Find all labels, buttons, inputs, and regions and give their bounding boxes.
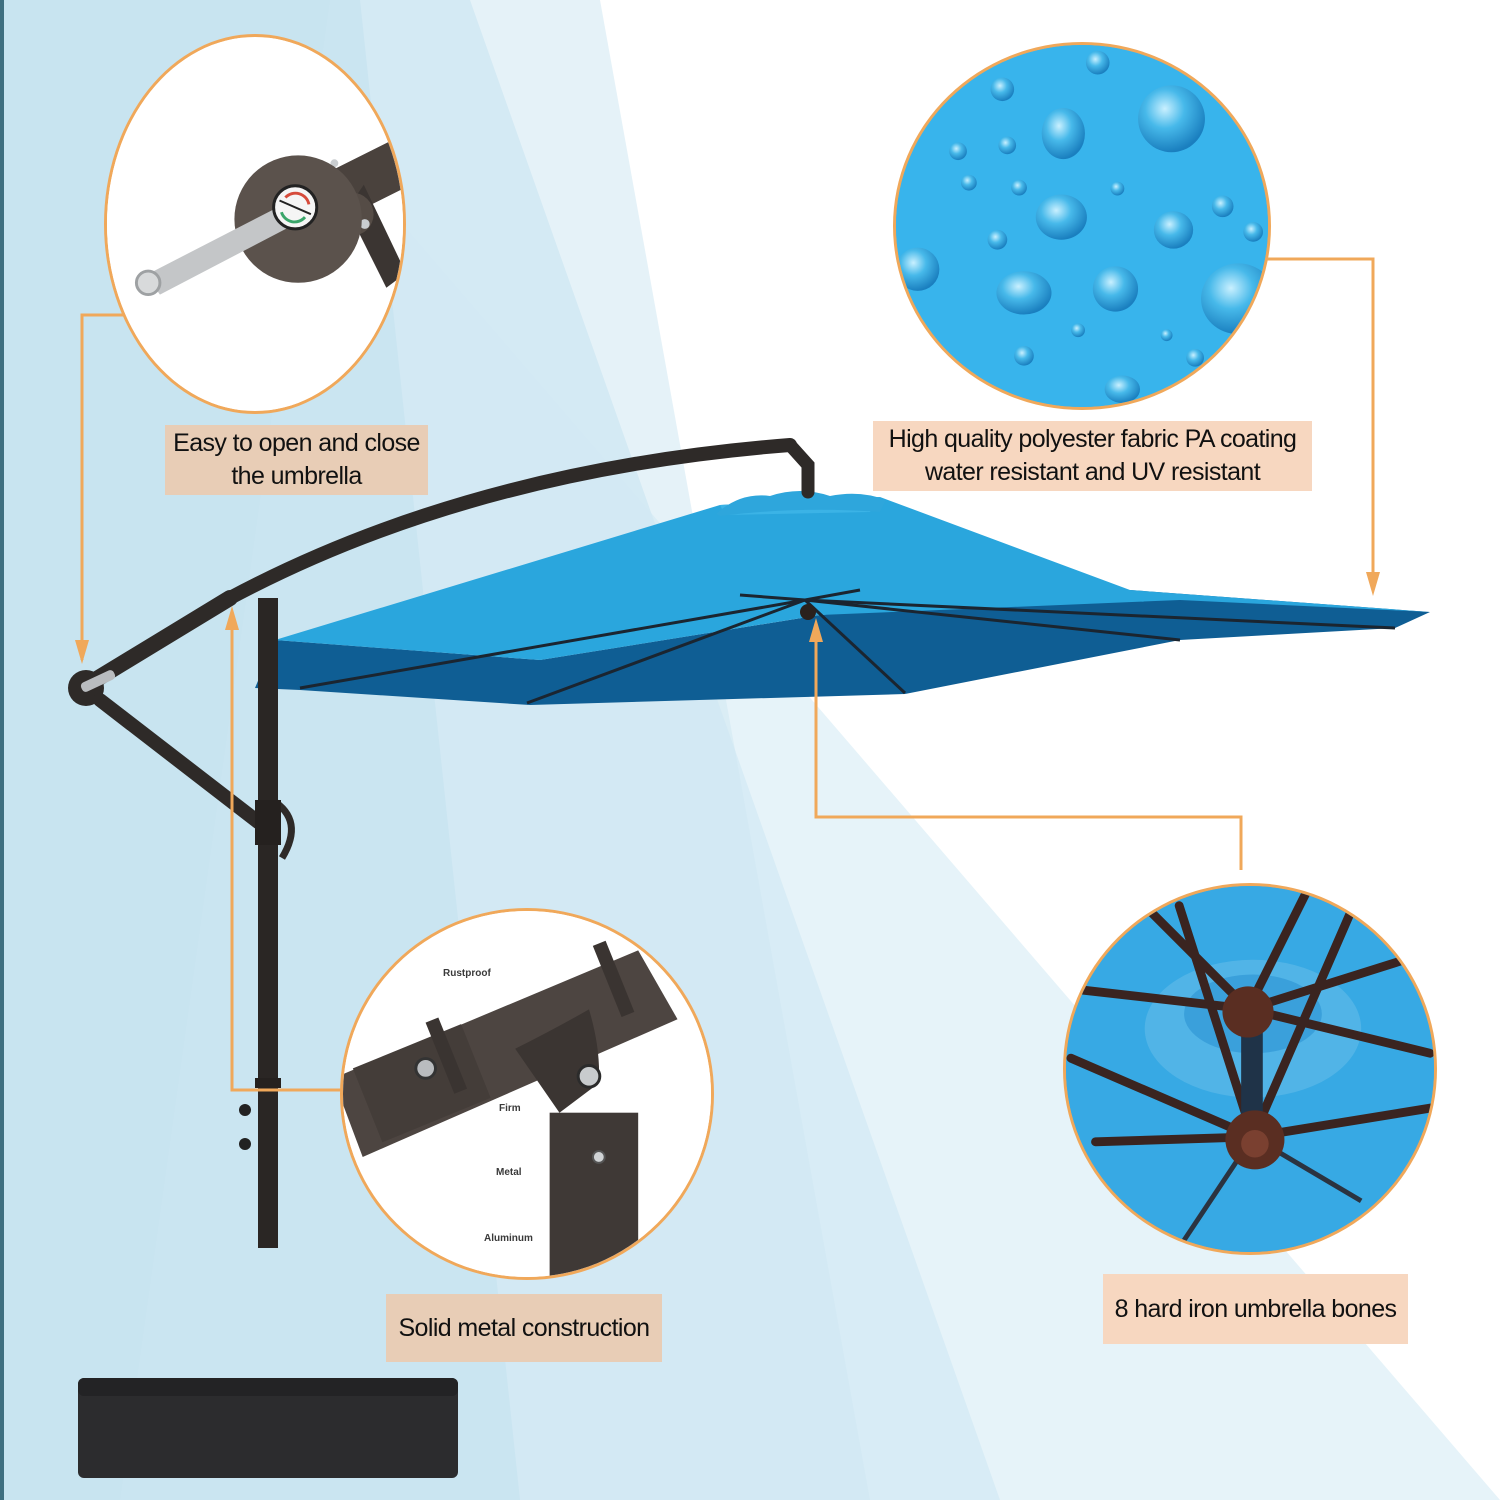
crank-feature-label: Easy to open and close the umbrella	[165, 425, 428, 495]
crank-feature-line-2: the umbrella	[231, 462, 362, 490]
connector-arrowheads	[75, 572, 1380, 664]
crank-handle-icon	[107, 37, 403, 411]
water-droplets-icon	[896, 45, 1268, 407]
crank-feature-line-1: Easy to open and close	[173, 429, 420, 457]
metal-joint-icon	[343, 911, 711, 1277]
ribs-closeup-circle	[1063, 883, 1437, 1255]
joint-inset-label-firm: Firm	[499, 1103, 521, 1114]
joint-feature-label: Solid metal construction	[386, 1294, 662, 1362]
base-weight	[78, 1378, 458, 1478]
crank-closeup-circle	[104, 34, 406, 414]
umbrella-ribs-icon	[1066, 886, 1434, 1252]
ribs-feature-line-1: 8 hard iron umbrella bones	[1114, 1294, 1397, 1323]
connector-lines	[80, 257, 1375, 1092]
pole	[258, 598, 278, 1248]
canopy	[255, 491, 1430, 705]
joint-inset-label-metal: Metal	[496, 1167, 522, 1178]
joint-closeup-circle	[340, 908, 714, 1280]
fabric-closeup-circle	[893, 42, 1271, 410]
ribs-feature-label: 8 hard iron umbrella bones	[1103, 1274, 1408, 1344]
fabric-feature-label: High quality polyester fabric PA coating…	[873, 421, 1312, 491]
fabric-feature-line-2: water resistant and UV resistant	[924, 458, 1261, 486]
joint-feature-line-1: Solid metal construction	[398, 1313, 650, 1342]
fabric-feature-line-1: High quality polyester fabric PA coating	[888, 425, 1297, 453]
joint-inset-label-aluminum: Aluminum	[484, 1233, 533, 1244]
joint-inset-label-rustproof: Rustproof	[443, 968, 491, 979]
